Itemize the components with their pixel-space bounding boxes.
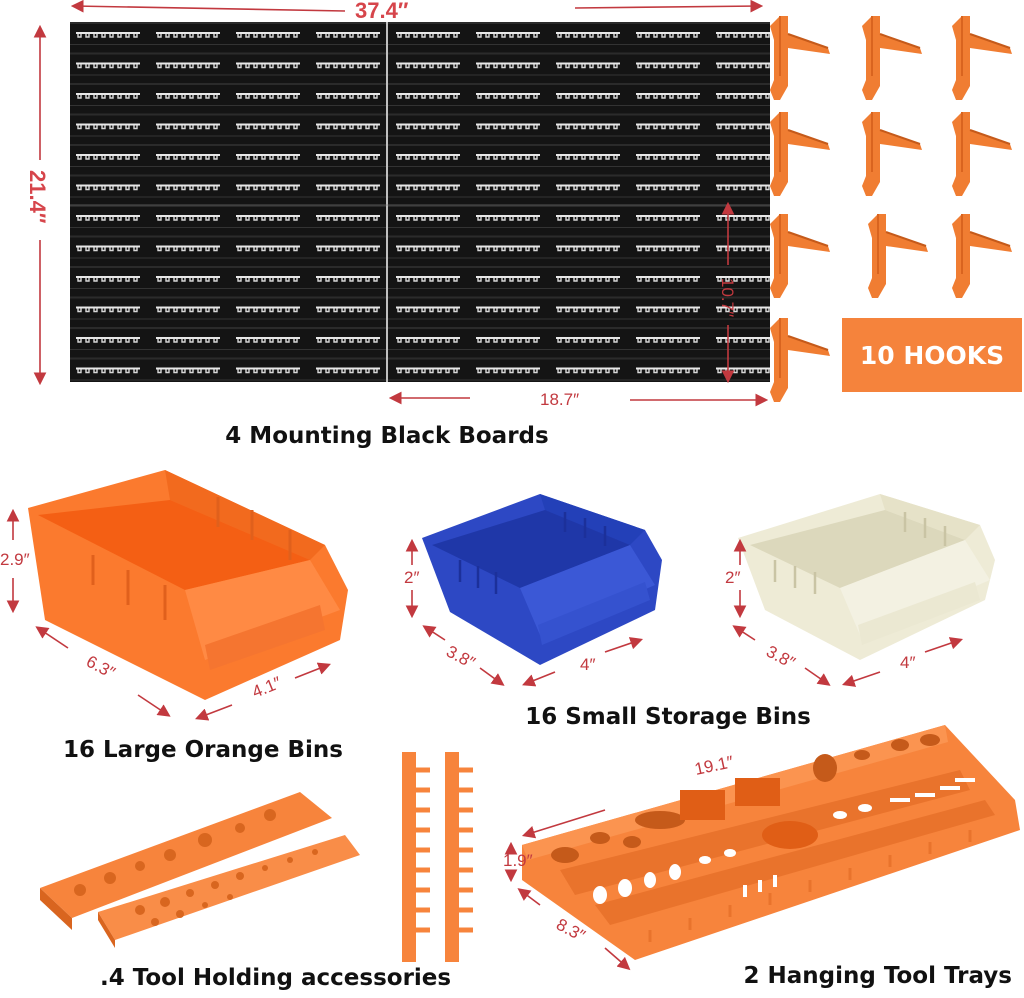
arrow <box>924 637 964 653</box>
large-orange-bin <box>28 470 348 700</box>
hook <box>769 15 831 101</box>
blue-bin-height-label: 2″ <box>404 568 419 587</box>
arrow <box>479 667 505 686</box>
width-arrow-right <box>574 0 764 13</box>
arrow <box>732 625 756 641</box>
blue-storage-bin <box>422 494 662 665</box>
mounting-boards <box>70 22 770 382</box>
hook <box>769 317 831 403</box>
arrow <box>521 809 606 839</box>
arrow <box>604 947 631 971</box>
cream-storage-bin <box>738 494 995 660</box>
hooks-badge <box>842 318 1022 392</box>
large-bin-length-label: 6.3″ <box>83 652 118 683</box>
arrow <box>422 625 446 641</box>
hanging-tool-tray <box>522 725 1020 960</box>
arrow <box>841 671 881 687</box>
tool-holding-accessories <box>40 752 473 962</box>
hook <box>951 213 1013 299</box>
cream-bin-width-label: 4″ <box>900 653 915 672</box>
cream-bin-height-label: 2″ <box>725 568 740 587</box>
hook <box>861 15 923 101</box>
trays-caption: 2 Hanging Tool Trays <box>744 963 1012 989</box>
board-width-label: 37.4″ <box>355 0 409 23</box>
tray-height-label: 1.9″ <box>503 851 533 870</box>
arrow <box>804 667 831 686</box>
blue-bin-length-label: 3.8″ <box>443 642 478 673</box>
board-height-label: 21.4″ <box>25 170 50 224</box>
arrow <box>604 637 644 653</box>
large-bin-height-label: 2.9″ <box>0 550 30 569</box>
hook <box>861 111 923 197</box>
arrow <box>294 662 331 679</box>
board-half-width-label: 18.7″ <box>540 390 579 409</box>
board-panel-right <box>388 22 770 382</box>
hooks-badge-text: 10 HOOKS <box>860 341 1004 370</box>
arrow <box>195 704 233 721</box>
arrow <box>522 671 556 687</box>
hook <box>769 111 831 197</box>
accessories-caption: .4 Tool Holding accessories <box>100 965 451 991</box>
width-arrow-left <box>70 0 346 13</box>
arrow <box>517 888 541 906</box>
hook <box>769 213 831 299</box>
small-bins-caption: 16 Small Storage Bins <box>525 704 811 730</box>
board-panel-left <box>70 22 386 382</box>
blue-bin-width-label: 4″ <box>580 655 595 674</box>
tray-length-label: 19.1″ <box>693 752 735 779</box>
cream-bin-length-label: 3.8″ <box>763 642 798 673</box>
arrow <box>137 694 171 717</box>
large-bins-caption: 16 Large Orange Bins <box>63 737 343 763</box>
arrow <box>35 626 69 649</box>
hook <box>951 15 1013 101</box>
board-half-height-label: 10.7″ <box>718 278 737 317</box>
hook <box>951 111 1013 197</box>
boards-caption: 4 Mounting Black Boards <box>225 423 548 449</box>
hook <box>867 213 929 299</box>
